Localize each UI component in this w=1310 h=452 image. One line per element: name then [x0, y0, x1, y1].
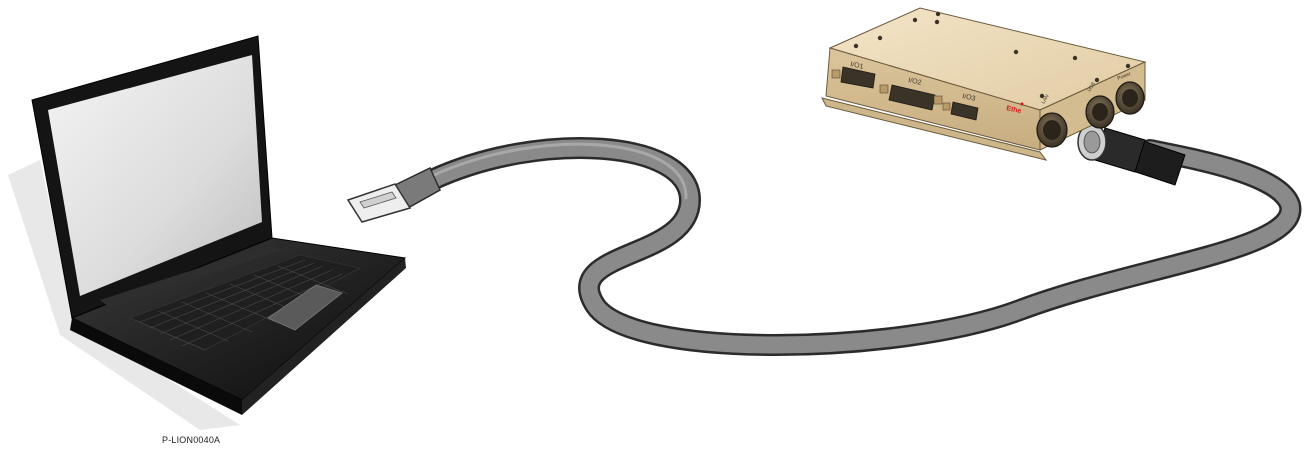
- connector-nut-inner: [1084, 131, 1100, 153]
- rj45-plug-icon: [348, 168, 440, 222]
- figure-reference-code: P-LION0040A: [162, 435, 220, 445]
- m12-connector-icon: [1078, 124, 1185, 185]
- laptop-icon: [8, 36, 406, 430]
- brand-dot: [1021, 103, 1024, 106]
